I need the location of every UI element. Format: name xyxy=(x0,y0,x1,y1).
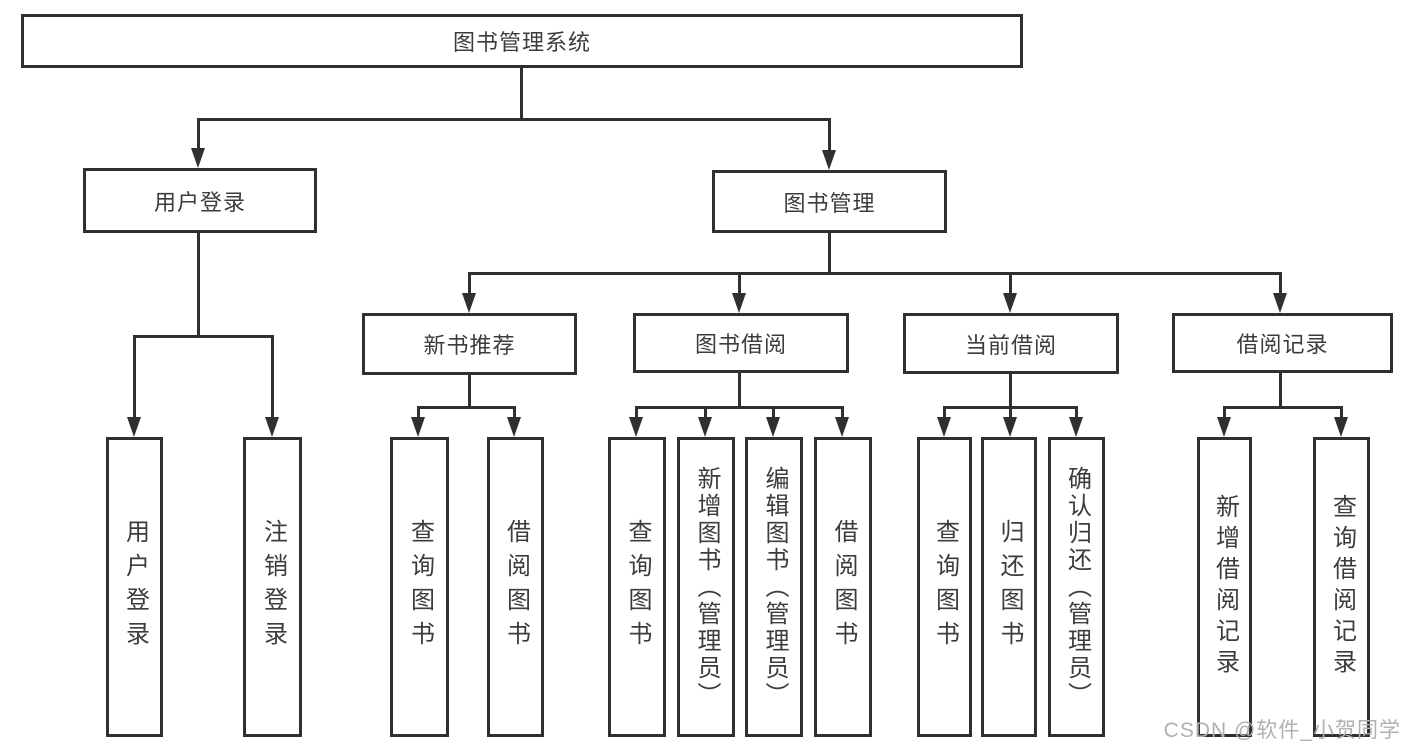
arrowhead-icon xyxy=(766,417,780,437)
leaf-confirm-return-admin-label: 确认归还（管理员） xyxy=(1063,465,1091,709)
connector-line xyxy=(738,373,741,406)
leaf-logout-label: 注销登录 xyxy=(259,519,287,655)
leaf-query-borrow-record: 查询借阅记录 xyxy=(1313,437,1370,737)
leaf-add-books-admin-label: 新增图书（管理员） xyxy=(693,465,720,709)
connector-line xyxy=(1279,373,1282,406)
connector-line xyxy=(1075,406,1078,419)
connector-line xyxy=(738,272,741,295)
arrowhead-icon xyxy=(1273,293,1287,313)
csdn-watermark: CSDN @软件_小贺同学 xyxy=(1163,719,1401,742)
leaf-query-books-2: 查询图书 xyxy=(608,437,666,737)
node-user-login: 用户登录 xyxy=(83,168,317,233)
leaf-logout: 注销登录 xyxy=(243,437,302,737)
leaf-query-books-1-label: 查询图书 xyxy=(406,519,434,655)
connector-line xyxy=(828,233,831,272)
arrowhead-icon xyxy=(1217,417,1231,437)
connector-line xyxy=(1340,406,1343,419)
arrowhead-icon xyxy=(191,148,205,168)
connector-line xyxy=(197,233,200,335)
node-root: 图书管理系统 xyxy=(21,14,1023,68)
arrowhead-icon xyxy=(822,150,836,170)
connector-line xyxy=(197,118,830,121)
connector-line xyxy=(704,406,707,419)
connector-line xyxy=(417,406,420,419)
connector-line xyxy=(1223,406,1343,409)
arrowhead-icon xyxy=(265,417,279,437)
arrowhead-icon xyxy=(411,417,425,437)
leaf-query-books-3: 查询图书 xyxy=(917,437,972,737)
node-book-borrow-label: 图书借阅 xyxy=(694,332,787,357)
node-book-management: 图书管理 xyxy=(712,170,947,233)
connector-line xyxy=(197,118,200,152)
arrowhead-icon xyxy=(835,417,849,437)
connector-line xyxy=(468,272,471,295)
arrowhead-icon xyxy=(462,293,476,313)
connector-line xyxy=(635,406,844,409)
node-user-login-label: 用户登录 xyxy=(153,189,246,215)
leaf-edit-books-admin: 编辑图书（管理员） xyxy=(745,437,803,737)
connector-line xyxy=(417,406,516,409)
leaf-borrow-books-2-label: 借阅图书 xyxy=(830,519,857,655)
connector-line xyxy=(828,118,831,154)
node-new-book-recommend: 新书推荐 xyxy=(362,313,577,375)
node-new-book-recommend-label: 新书推荐 xyxy=(423,333,516,358)
arrowhead-icon xyxy=(732,293,746,313)
leaf-return-books: 归还图书 xyxy=(981,437,1037,737)
connector-line xyxy=(841,406,844,419)
arrowhead-icon xyxy=(1069,417,1083,437)
connector-line xyxy=(943,406,946,419)
leaf-query-books-2-label: 查询图书 xyxy=(624,519,651,655)
leaf-user-login: 用户登录 xyxy=(106,437,163,737)
arrowhead-icon xyxy=(629,417,643,437)
arrowhead-icon xyxy=(1003,417,1017,437)
leaf-add-borrow-record: 新增借阅记录 xyxy=(1197,437,1252,737)
connector-line xyxy=(1009,272,1012,295)
arrowhead-icon xyxy=(937,417,951,437)
arrowhead-icon xyxy=(1334,417,1348,437)
connector-line xyxy=(513,406,516,419)
connector-line xyxy=(1279,272,1282,295)
arrowhead-icon xyxy=(507,417,521,437)
connector-line xyxy=(1223,406,1226,419)
node-current-borrow: 当前借阅 xyxy=(903,313,1119,374)
leaf-edit-books-admin-label: 编辑图书（管理员） xyxy=(761,465,788,709)
leaf-borrow-books-2: 借阅图书 xyxy=(814,437,872,737)
arrowhead-icon xyxy=(127,417,141,437)
leaf-borrow-books-1-label: 借阅图书 xyxy=(502,519,530,655)
connector-line xyxy=(133,335,274,338)
connector-line xyxy=(772,406,775,419)
connector-line xyxy=(1009,374,1012,406)
connector-line xyxy=(271,335,274,419)
node-book-management-label: 图书管理 xyxy=(783,190,876,216)
leaf-return-books-label: 归还图书 xyxy=(996,519,1023,655)
connector-line xyxy=(1009,406,1012,419)
connector-line xyxy=(468,272,1282,275)
leaf-query-books-1: 查询图书 xyxy=(390,437,449,737)
connector-line xyxy=(133,335,136,419)
leaf-add-borrow-record-label: 新增借阅记录 xyxy=(1211,494,1239,680)
leaf-borrow-books-1: 借阅图书 xyxy=(487,437,544,737)
node-borrow-records: 借阅记录 xyxy=(1172,313,1393,373)
connector-line xyxy=(635,406,638,419)
node-book-borrow: 图书借阅 xyxy=(633,313,849,373)
arrowhead-icon xyxy=(1003,293,1017,313)
leaf-confirm-return-admin: 确认归还（管理员） xyxy=(1048,437,1105,737)
leaf-add-books-admin: 新增图书（管理员） xyxy=(677,437,735,737)
arrowhead-icon xyxy=(698,417,712,437)
leaf-query-borrow-record-label: 查询借阅记录 xyxy=(1328,494,1356,680)
leaf-user-login-label: 用户登录 xyxy=(121,519,149,655)
connector-line xyxy=(520,68,523,118)
node-current-borrow-label: 当前借阅 xyxy=(964,332,1057,358)
node-root-label: 图书管理系统 xyxy=(452,30,591,55)
leaf-query-books-3-label: 查询图书 xyxy=(931,519,959,655)
connector-line xyxy=(468,375,471,406)
node-borrow-records-label: 借阅记录 xyxy=(1236,332,1329,357)
